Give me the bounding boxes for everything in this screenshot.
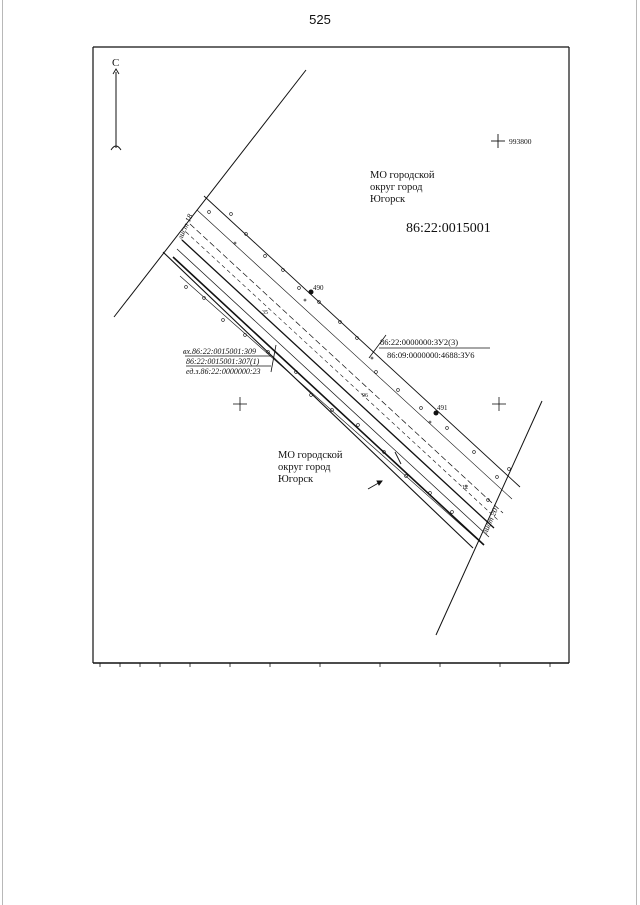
page-edge-left	[2, 0, 3, 905]
svg-text:96: 96	[362, 393, 368, 399]
boundary-point-491: 491	[433, 404, 448, 416]
svg-text:86:22:0015001:307(1): 86:22:0015001:307(1)	[186, 357, 260, 366]
parcel-callout-left: вх.86:22:0015001:309 86:22:0015001:307(1…	[183, 344, 277, 376]
svg-text:12: 12	[462, 485, 468, 491]
page-edge-right	[636, 0, 637, 905]
coordinate-cross-top-right	[491, 134, 505, 148]
sheet-label-right: лист 20	[480, 507, 500, 536]
parcel-callout-right: 86:22:0000000:ЗУ2(3) 86:09:0000000:4688:…	[368, 334, 490, 360]
boundary-point-490: 490	[308, 284, 324, 295]
corridor-small-labels: 35 96 12	[262, 310, 468, 491]
coordinate-label: 993800	[509, 137, 532, 146]
direction-mark	[367, 451, 402, 490]
svg-text:35: 35	[262, 310, 268, 316]
sheet-boundary-right	[435, 400, 543, 636]
svg-text:86:09:0000000:4688:ЗУ6: 86:09:0000000:4688:ЗУ6	[387, 350, 475, 360]
territory-upper: МО городской округ город Югорск	[370, 170, 437, 205]
corridor-lines	[162, 195, 521, 549]
svg-text:490: 490	[313, 284, 324, 292]
page-number: 525	[309, 12, 331, 27]
sheet-boundary-left	[113, 69, 307, 318]
svg-text:491: 491	[437, 404, 448, 412]
quarter-number: 86:22:0015001	[406, 221, 491, 236]
north-arrow: С	[110, 57, 122, 151]
territory-lower: МО городской округ город Югорск	[278, 450, 345, 485]
coordinate-cross-right	[492, 397, 506, 411]
frame-bottom-ticks	[99, 663, 551, 667]
map-frame	[92, 46, 570, 664]
svg-text:ед.з.86:22:0000000:23: ед.з.86:22:0000000:23	[186, 367, 261, 376]
north-letter: С	[112, 57, 119, 69]
svg-text:86:22:0000000:ЗУ2(3): 86:22:0000000:ЗУ2(3)	[380, 337, 458, 347]
corridor-dots	[184, 210, 511, 514]
coordinate-cross-left	[233, 397, 247, 411]
svg-text:вх.86:22:0015001:309: вх.86:22:0015001:309	[183, 347, 256, 356]
